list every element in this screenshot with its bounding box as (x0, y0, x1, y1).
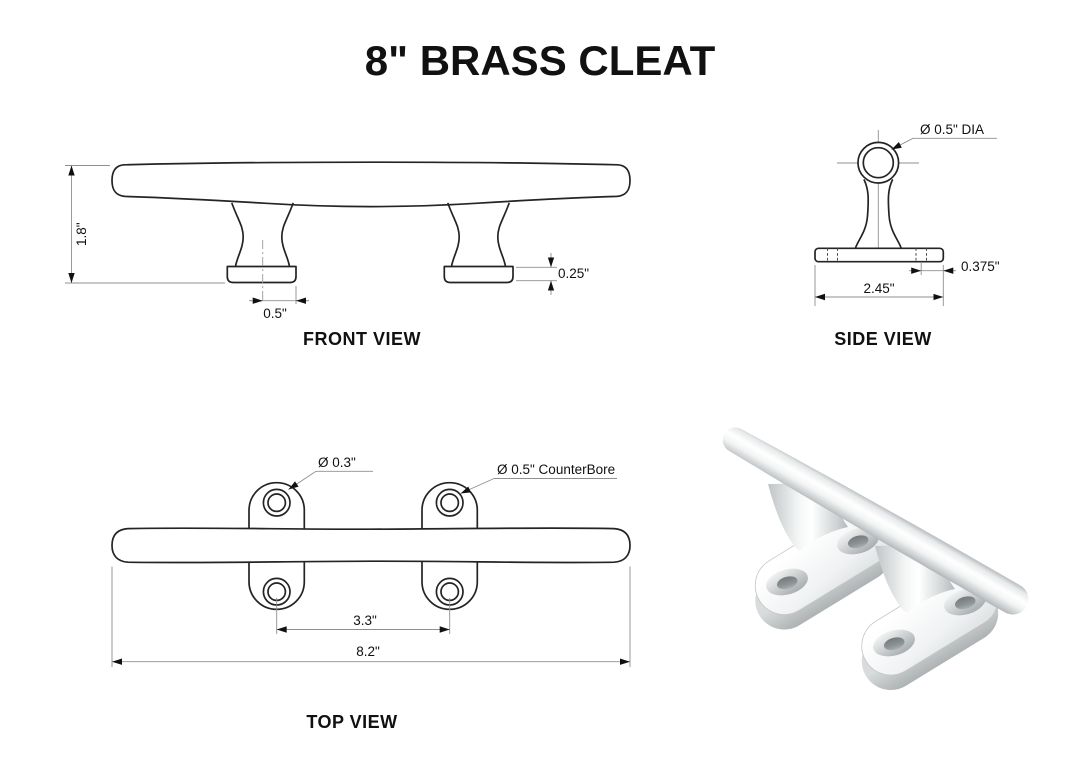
dim-overall-height: 1.8" (74, 222, 89, 246)
top-hole-counterbore (435, 488, 464, 517)
dim-hole-diameter: Ø 0.3" (318, 455, 356, 470)
side-horn-circle-inner (862, 146, 895, 179)
top-hole-bore (440, 493, 460, 513)
iso-horn-bar (722, 427, 1029, 615)
dim-overall-length: 8.2" (356, 644, 380, 659)
iso-render (722, 427, 1029, 691)
top-hole-bore (267, 493, 287, 513)
dim-base-length: 2.45" (863, 281, 894, 296)
front-horn-outline (111, 161, 631, 208)
dim-counterbore: Ø 0.5" CounterBore (497, 462, 615, 477)
dim-base-height: 0.25" (558, 266, 589, 281)
side-base-plate (814, 247, 945, 263)
dim-horn-diameter: Ø 0.5" DIA (920, 122, 984, 137)
sheet-title: 8" BRASS CLEAT (365, 37, 716, 84)
side-view-label: SIDE VIEW (834, 329, 932, 349)
front-view-label: FRONT VIEW (303, 329, 421, 349)
dim-hole-spacing: 3.3" (353, 613, 377, 628)
top-hole-counterbore (262, 488, 291, 517)
side-view: Ø 0.5" DIA 0.375" 2.45" SIDE VIEW (814, 122, 1000, 349)
dim-base-width: 0.5" (263, 306, 287, 321)
front-right-leg-base (443, 265, 514, 284)
front-view: 1.8" 0.5" 0.25" FRONT VIEW (65, 161, 631, 349)
top-view: Ø 0.3" Ø 0.5" CounterBore 3.3" 8.2" TOP … (111, 455, 631, 732)
front-left-leg-base (226, 265, 297, 284)
dim-hole-edge-offset: 0.375" (961, 259, 1000, 274)
top-horn-outline (111, 527, 631, 564)
top-view-label: TOP VIEW (306, 712, 397, 732)
